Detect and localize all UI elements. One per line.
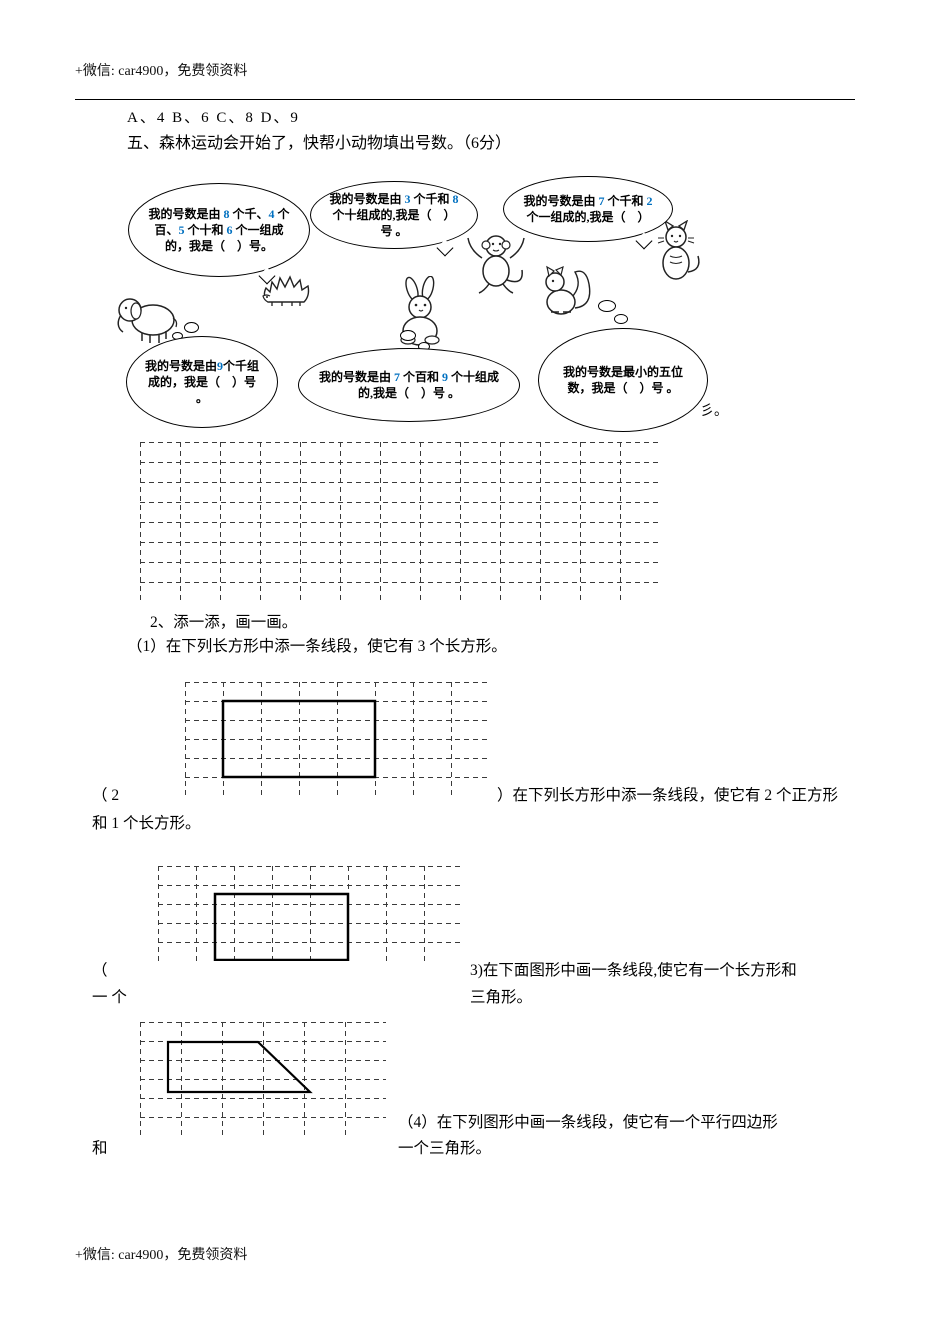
elephant-icon (117, 298, 178, 343)
thought-cloud-squirrel-text: 我的号数是最小的五位数，我是（ ）号 。 (562, 364, 683, 395)
question-1-text: （1）在下列长方形中添一条线段，使它有 3 个长方形。 (127, 638, 507, 655)
hedgehog-icon (262, 275, 310, 306)
speech-bubble-cat: 我的号数是由 7 个千和 2 个一组成的,我是（ ） (503, 176, 673, 250)
thought-cloud-rabbit: 我的号数是由 7 个百和 9 个十组成的,我是（ ）号 。 (298, 348, 520, 422)
header-note: +微信: car4900，免费领资料 (75, 64, 248, 79)
trapezoid-shape (166, 1040, 313, 1094)
footer-note: +微信: car4900，免费领资料 (75, 1248, 248, 1263)
question-3-text: 3)在下面图形中画一条线段,使它有一个长方形和 (470, 962, 797, 979)
thought-cloud-elephant-text: 我的号数是由9个千组成的，我是（ ）号 。 (144, 358, 260, 406)
thought-dot (614, 314, 628, 324)
rectangle-shape (213, 892, 350, 961)
thought-cloud-squirrel: 我的号数是最小的五位数，我是（ ）号 。 (538, 328, 708, 432)
question-3-left-fragment: 一 个 (92, 989, 127, 1006)
squirrel-icon (545, 265, 591, 315)
rectangle-shape (221, 699, 377, 779)
speech-bubble-monkey-text: 我的号数是由 3 个千和 8 个十组成的,我是（ ）号 。 (329, 191, 459, 239)
section2-heading: 2、添一添，画一画。 (150, 614, 298, 631)
speech-bubble-hedgehog-text: 我的号数是由 8 个千、4 个百、5 个十和 6 个一组成的，我是（ ）号。 (148, 206, 290, 254)
thought-dot (184, 322, 199, 333)
question-2-text: ）在下列长方形中添一条线段，使它有 2 个正方形 (497, 787, 839, 804)
question-4-continued: 一个三角形。 (398, 1140, 492, 1157)
question-3-prefix: （ (92, 962, 108, 979)
question-3-continued: 三角形。 (470, 989, 533, 1006)
question-2-continued: 和 1 个长方形。 (92, 815, 201, 832)
header-divider (75, 99, 855, 100)
speech-bubble-monkey: 我的号数是由 3 个千和 8 个十组成的,我是（ ）号 。 (310, 181, 478, 257)
answer-grid-section5[interactable] (140, 442, 660, 602)
question-4-left-fragment: 和 (92, 1140, 108, 1157)
stray-mark: 彡。 (700, 404, 728, 419)
thought-dot (598, 300, 616, 312)
thought-cloud-rabbit-text: 我的号数是由 7 个百和 9 个十组成的,我是（ ）号 。 (318, 369, 500, 400)
section5-title: 五、森林运动会开始了，快帮小动物填出号数。（6分） (127, 135, 512, 152)
monkey-icon (467, 235, 525, 294)
thought-cloud-elephant: 我的号数是由9个千组成的，我是（ ）号 。 (126, 336, 278, 428)
answer-options-line: A、4 B、6 C、8 D、9 (127, 110, 300, 126)
cat-icon (657, 220, 700, 280)
speech-bubble-tail (436, 239, 454, 257)
drawing-grid-q2[interactable] (158, 866, 462, 961)
question-2-prefix: （ 2 (92, 787, 120, 804)
drawing-grid-q1[interactable] (185, 682, 489, 796)
thought-dot (400, 330, 416, 341)
question-4-text: （4）在下列图形中画一条线段，使它有一个平行四边形 (398, 1114, 778, 1131)
speech-bubble-cat-text: 我的号数是由 7 个千和 2 个一组成的,我是（ ） (523, 193, 653, 224)
drawing-grid-q3[interactable] (140, 1022, 386, 1136)
speech-bubble-hedgehog: 我的号数是由 8 个千、4 个百、5 个十和 6 个一组成的，我是（ ）号。 (128, 183, 310, 285)
rabbit-icon (400, 276, 440, 346)
